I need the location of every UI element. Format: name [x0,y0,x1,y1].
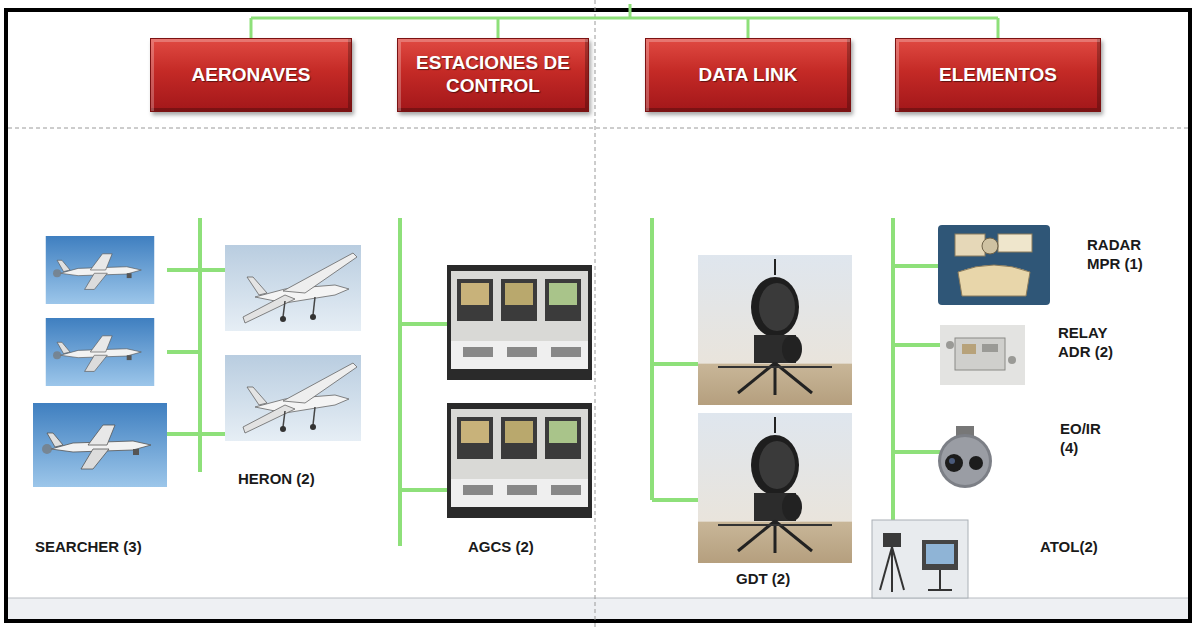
atol-image [872,520,968,598]
header-box: ESTACIONES DE CONTROL [397,38,589,112]
searcher-image [46,318,154,386]
guide-line [8,128,1188,129]
header-text: DATA LINK [699,64,798,87]
item-label: HERON (2) [238,470,358,489]
searcher-image [33,403,167,487]
item-label: SEARCHER (3) [35,538,195,557]
header-box: ELEMENTOS [895,38,1101,112]
antenna-image [698,413,852,563]
bottom-band [8,598,1188,619]
heron-image [225,355,361,441]
item-label: RADAR MPR (1) [1087,236,1151,274]
item-label: ATOL(2) [1040,538,1140,557]
header-text: AERONAVES [192,64,311,87]
heron-image [225,245,361,331]
header-box: AERONAVES [150,38,352,112]
relay-image [940,325,1025,385]
console-image [447,265,592,380]
tree-bracket [251,4,998,38]
item-label: GDT (2) [736,570,836,589]
header-text: ESTACIONES DE CONTROL [408,52,578,98]
frame [6,10,1190,621]
header-box: DATA LINK [645,38,851,112]
group-lines [167,218,940,572]
header-text: ELEMENTOS [939,64,1057,87]
console-image [447,403,592,518]
searcher-image [46,236,154,304]
item-label: RELAY ADR (2) [1058,324,1122,362]
item-label: EO/IR (4) [1060,420,1112,458]
turret-image [938,426,992,488]
guide-line [595,0,596,627]
radar-image [938,225,1050,305]
item-label: AGCS (2) [468,538,578,557]
antenna-image [698,255,852,405]
